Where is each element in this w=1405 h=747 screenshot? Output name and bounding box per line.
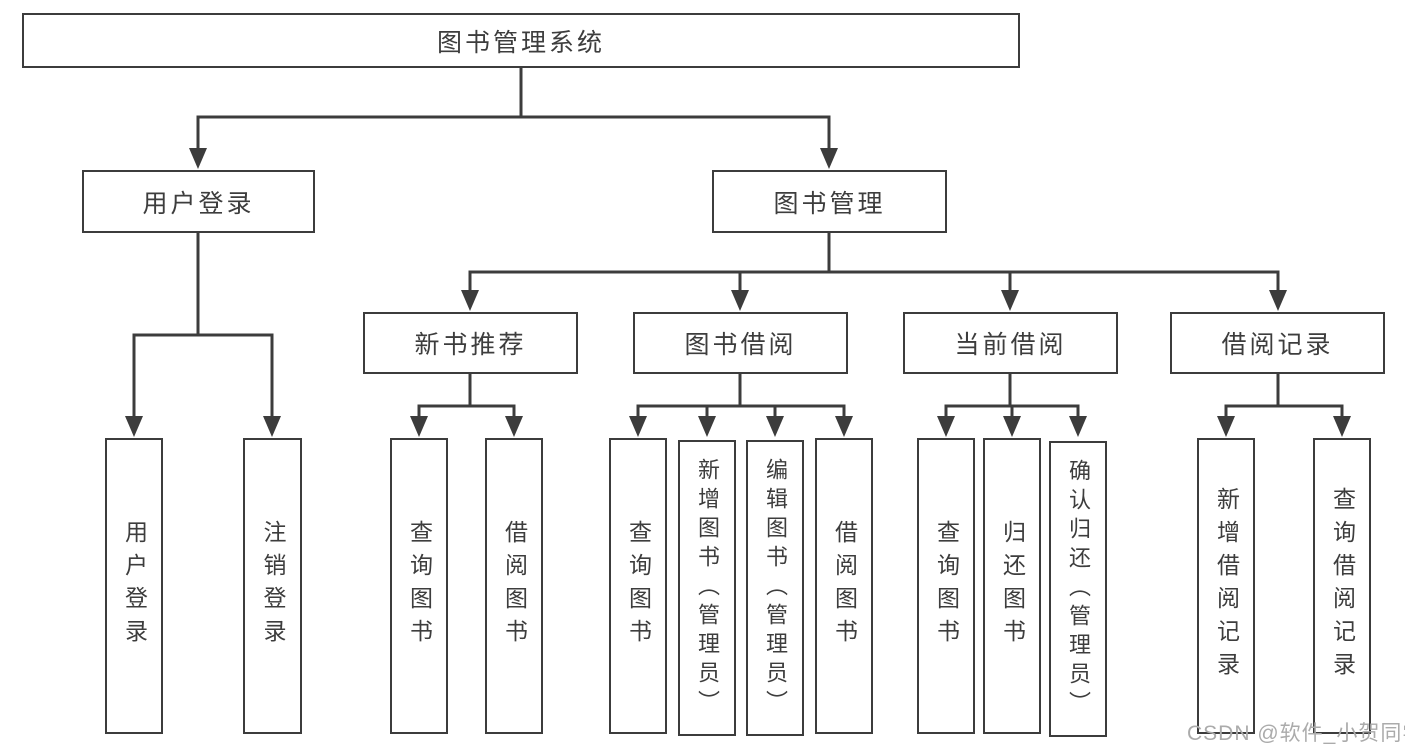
leaf-borrow-query-book-label: 查询图书 (625, 520, 652, 652)
leaf-current-confirm-return-admin-label: 确认归还（管理员） (1066, 458, 1091, 720)
node-borrow-record-label: 借阅记录 (1221, 331, 1334, 359)
leaf-borrow-edit-book-admin: 编辑图书（管理员） (746, 440, 804, 736)
leaf-logout: 注销登录 (243, 438, 302, 734)
leaf-user-login: 用户登录 (105, 438, 163, 734)
leaf-current-return-book-label: 归还图书 (999, 520, 1026, 652)
watermark: CSDN @软件_小贺同学 (1187, 722, 1405, 745)
leaf-current-return-book: 归还图书 (983, 438, 1041, 734)
leaf-record-query-label: 查询借阅记录 (1329, 487, 1356, 685)
leaf-current-query-book: 查询图书 (917, 438, 975, 734)
leaf-recommend-borrow-book-label: 借阅图书 (501, 520, 528, 652)
node-book-management: 图书管理 (712, 170, 947, 233)
leaf-record-add: 新增借阅记录 (1197, 438, 1255, 734)
leaf-recommend-borrow-book: 借阅图书 (485, 438, 543, 734)
leaf-record-query: 查询借阅记录 (1313, 438, 1371, 734)
node-new-book-recommend: 新书推荐 (363, 312, 578, 374)
node-root-label: 图书管理系统 (436, 28, 605, 57)
node-book-borrow-label: 图书借阅 (684, 331, 797, 359)
node-user-login-label: 用户登录 (142, 189, 255, 218)
node-current-borrow-label: 当前借阅 (954, 331, 1067, 359)
node-new-book-recommend-label: 新书推荐 (414, 331, 527, 359)
node-book-management-label: 图书管理 (773, 189, 886, 218)
leaf-recommend-query-book-label: 查询图书 (406, 520, 433, 652)
leaf-borrow-borrow-book-label: 借阅图书 (831, 520, 858, 652)
leaf-recommend-query-book: 查询图书 (390, 438, 448, 734)
node-book-borrow: 图书借阅 (633, 312, 848, 374)
node-root: 图书管理系统 (22, 13, 1020, 68)
leaf-borrow-query-book: 查询图书 (609, 438, 667, 734)
leaf-current-confirm-return-admin: 确认归还（管理员） (1049, 441, 1107, 737)
leaf-current-query-book-label: 查询图书 (933, 520, 960, 652)
leaf-user-login-label: 用户登录 (121, 520, 148, 652)
leaf-record-add-label: 新增借阅记录 (1213, 487, 1240, 685)
leaf-logout-label: 注销登录 (260, 520, 286, 652)
node-borrow-record: 借阅记录 (1170, 312, 1385, 374)
leaf-borrow-edit-book-admin-label: 编辑图书（管理员） (763, 457, 788, 719)
node-user-login: 用户登录 (82, 170, 315, 233)
leaf-borrow-add-book-admin-label: 新增图书（管理员） (695, 457, 720, 719)
leaf-borrow-borrow-book: 借阅图书 (815, 438, 873, 734)
leaf-borrow-add-book-admin: 新增图书（管理员） (678, 440, 736, 736)
node-current-borrow: 当前借阅 (903, 312, 1118, 374)
